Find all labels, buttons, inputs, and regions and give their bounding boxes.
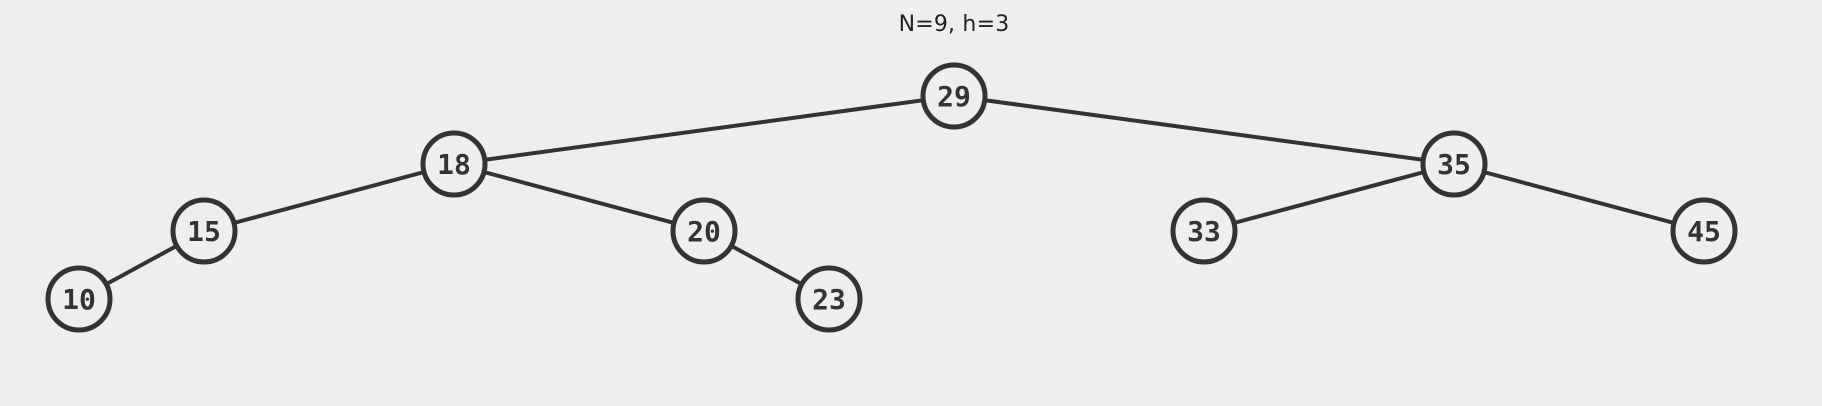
tree-node-label: 15	[187, 215, 221, 248]
tree-node-circle	[670, 197, 738, 265]
tree-node-18: 18	[420, 130, 488, 198]
tree-edge-n18-n15	[203, 162, 455, 233]
tree-node-10: 10	[45, 265, 113, 333]
tree-node-15: 15	[170, 197, 238, 265]
tree-node-circle	[45, 265, 113, 333]
tree-node-label: 18	[437, 148, 471, 181]
tree-node-33: 33	[1170, 197, 1238, 265]
tree-node-29: 29	[920, 62, 988, 130]
nodes-layer: 29 18 35 15 20 33 45 10 23	[45, 62, 1738, 333]
tree-node-circle	[1670, 197, 1738, 265]
tree-edge-n18-n20	[453, 162, 705, 233]
tree-node-35: 35	[1420, 130, 1488, 198]
tree-node-circle	[1170, 197, 1238, 265]
tree-edge-n35-n33	[1203, 162, 1455, 233]
tree-node-label: 20	[687, 215, 721, 248]
tree-node-circle	[795, 265, 863, 333]
tree-caption: N=9, h=3	[898, 12, 1010, 37]
tree-node-label: 10	[62, 283, 96, 316]
tree-edge-n35-n45	[1453, 162, 1705, 233]
tree-node-label: 35	[1437, 148, 1471, 181]
tree-node-20: 20	[670, 197, 738, 265]
tree-node-label: 23	[812, 283, 846, 316]
tree-node-circle	[920, 62, 988, 130]
tree-node-23: 23	[795, 265, 863, 333]
tree-node-label: 29	[937, 80, 971, 113]
edges-layer	[78, 94, 1705, 301]
tree-node-label: 33	[1187, 215, 1221, 248]
tree-node-45: 45	[1670, 197, 1738, 265]
tree-edge-n29-n35	[953, 94, 1455, 166]
tree-node-circle	[420, 130, 488, 198]
tree-node-label: 45	[1687, 215, 1721, 248]
tree-node-circle	[1420, 130, 1488, 198]
tree-node-circle	[170, 197, 238, 265]
tree-edge-n29-n18	[453, 94, 955, 166]
